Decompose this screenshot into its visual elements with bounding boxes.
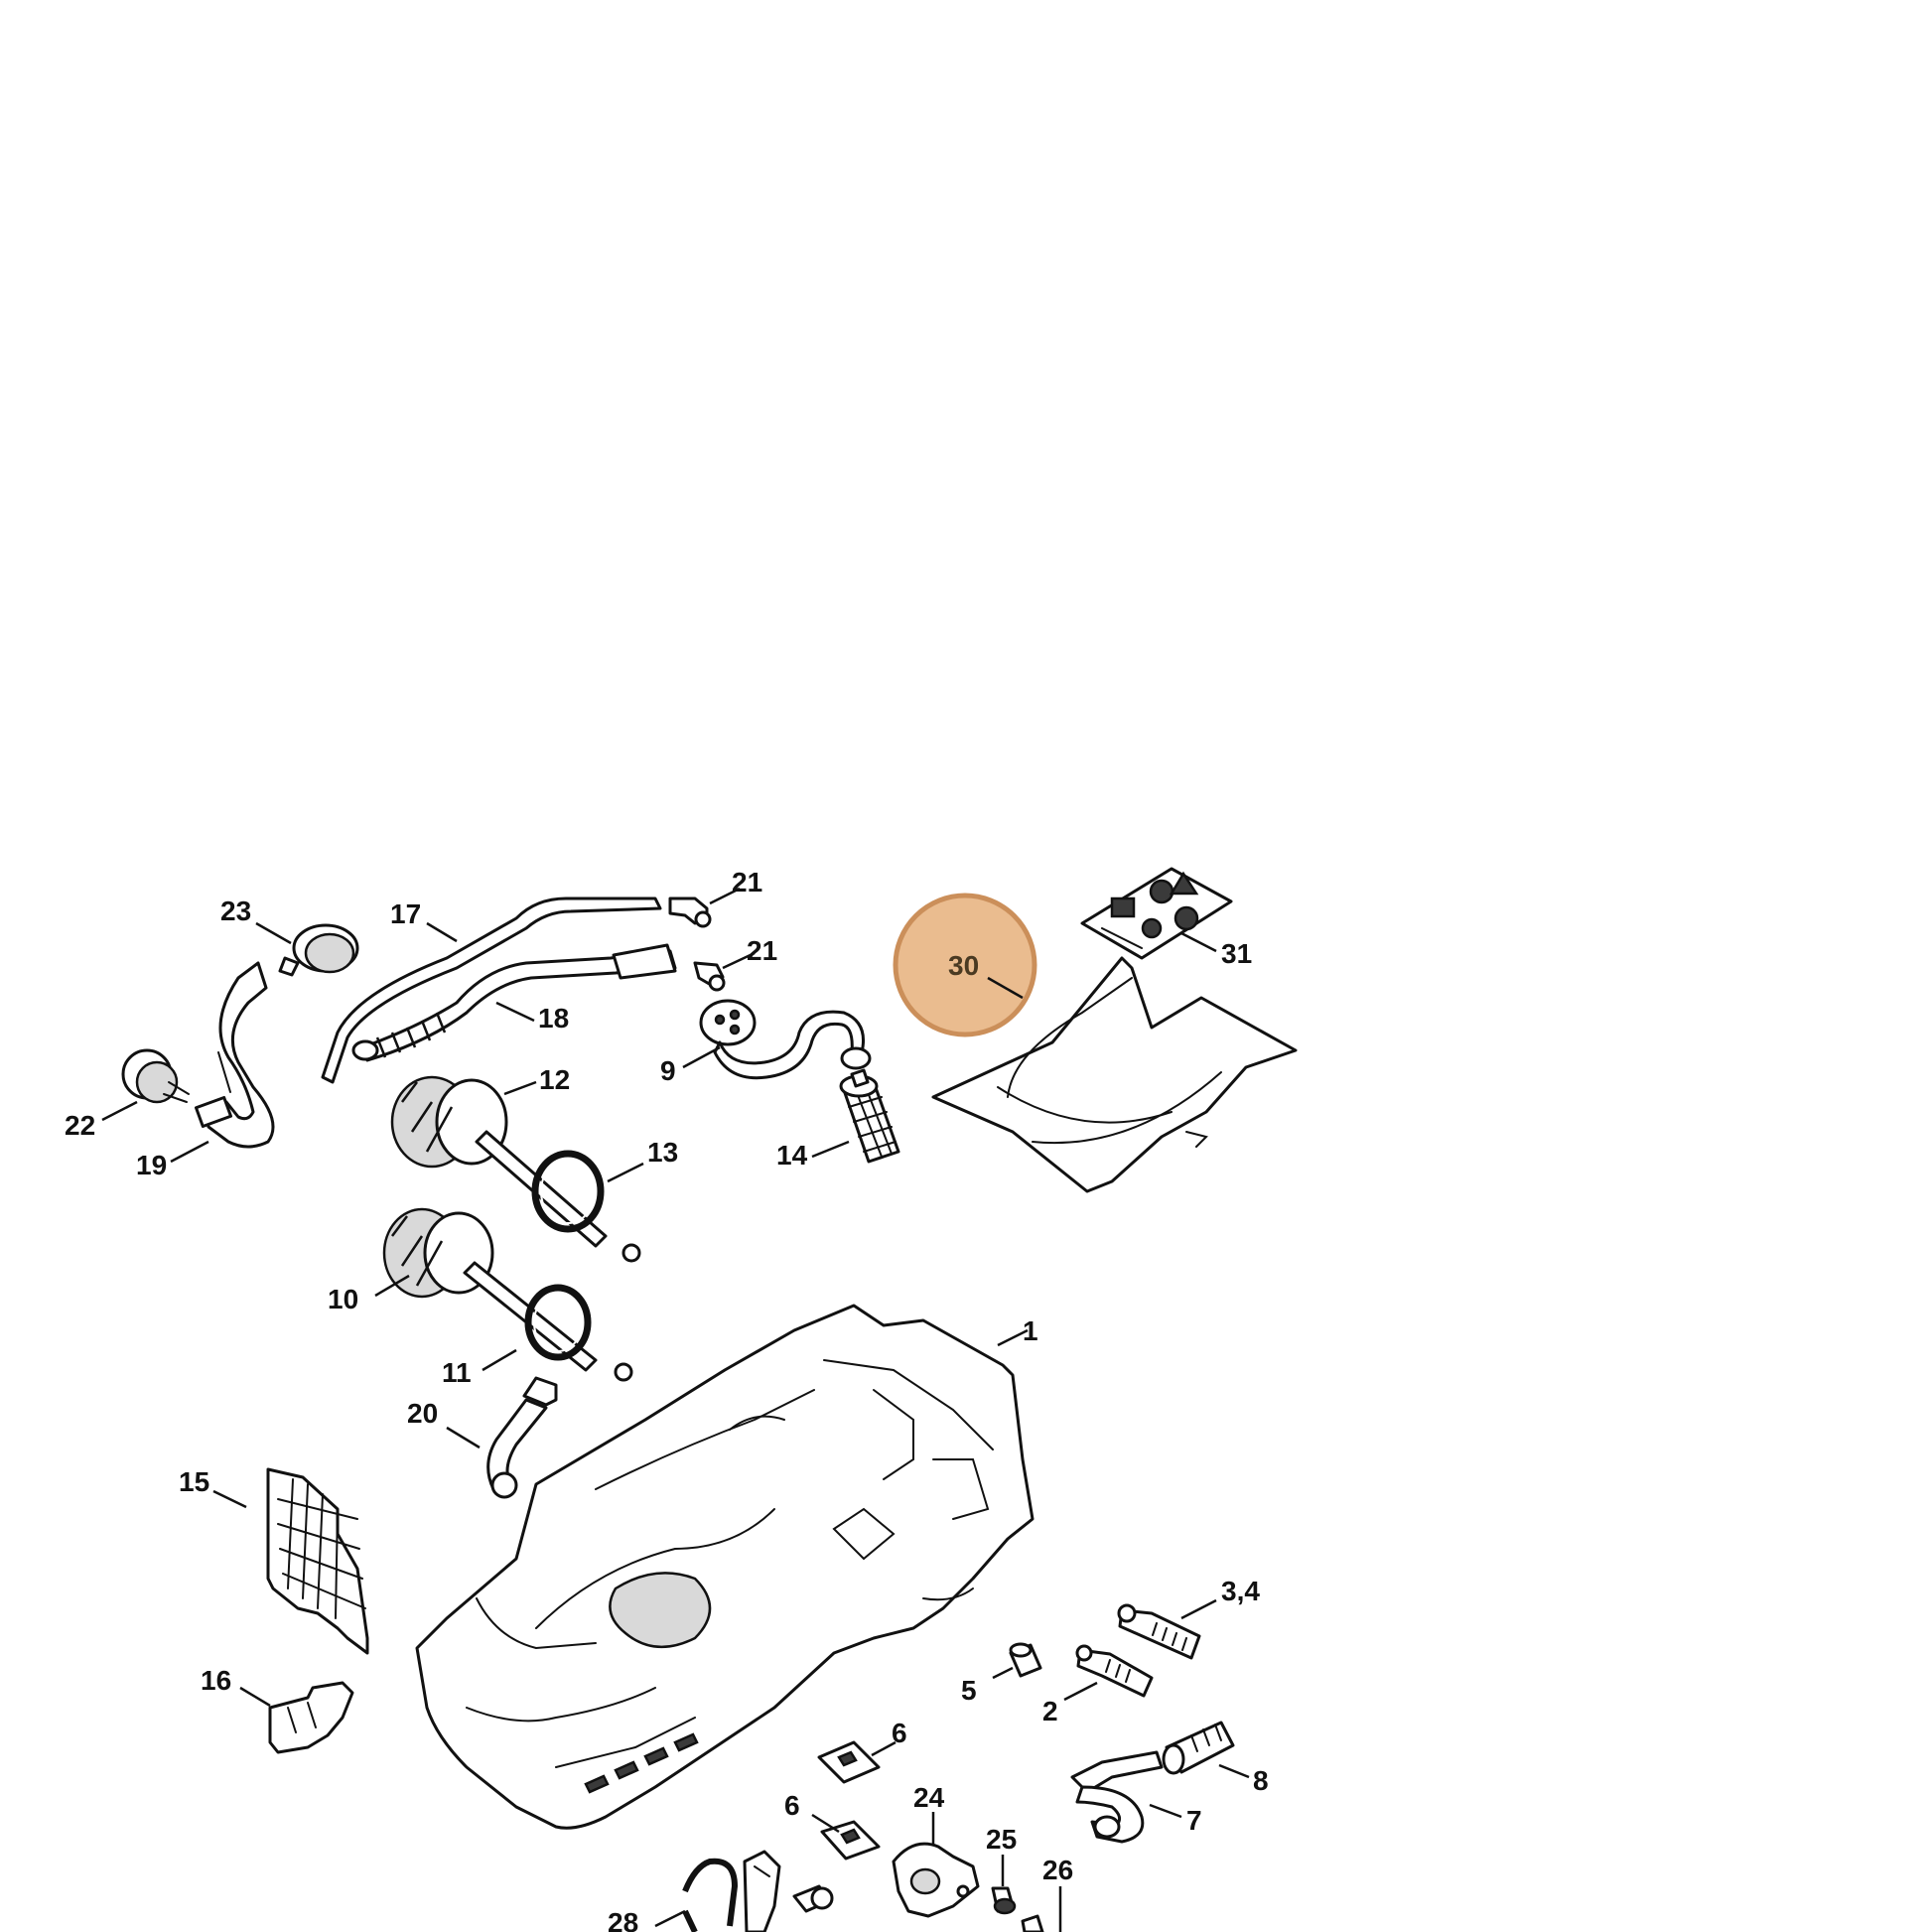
hose-part-18[interactable] — [351, 943, 677, 1062]
filter-part-14[interactable] — [839, 1068, 900, 1164]
label-part-21-upper: 21 — [732, 867, 762, 897]
part-labels: 1 2 3,4 5 6 6 7 8 9 10 11 12 13 14 15 16… — [65, 867, 1269, 1932]
label-part-8: 8 — [1253, 1765, 1269, 1796]
warning-label-part-31[interactable] — [1080, 867, 1233, 960]
primer-bulb-part-22[interactable] — [121, 1048, 190, 1104]
eye-protection-icon — [1149, 879, 1174, 904]
label-part-16: 16 — [201, 1665, 231, 1696]
stud-part-3-4[interactable] — [1117, 1603, 1201, 1660]
crankcase-housing-part-1[interactable] — [415, 1304, 1035, 1830]
gasket-part-28[interactable] — [682, 1858, 739, 1932]
label-part-26: 26 — [1042, 1855, 1073, 1885]
grille-part-15[interactable] — [266, 1467, 369, 1655]
label-part-1: 1 — [1023, 1315, 1038, 1346]
label-part-9: 9 — [660, 1055, 676, 1086]
label-part-7: 7 — [1186, 1805, 1202, 1836]
screw-part[interactable] — [792, 1884, 834, 1913]
label-part-2: 2 — [1042, 1696, 1058, 1726]
label-part-30: 30 — [948, 950, 979, 981]
label-part-17: 17 — [390, 898, 421, 929]
adjusting-screw-part-8[interactable] — [1162, 1721, 1235, 1775]
hose-part-17[interactable] — [321, 897, 662, 1084]
label-part-5: 5 — [961, 1675, 977, 1706]
label-part-13: 13 — [647, 1137, 678, 1168]
stud-part-2[interactable] — [1075, 1644, 1154, 1698]
label-part-3-4: 3,4 — [1221, 1576, 1260, 1606]
cap-nut-part-5[interactable] — [1009, 1642, 1042, 1678]
fitting-part-21-upper[interactable] — [668, 897, 712, 928]
label-part-25: 25 — [986, 1824, 1017, 1855]
label-part-15: 15 — [179, 1466, 209, 1497]
label-part-18: 18 — [538, 1003, 569, 1034]
hose-elbow-part-20[interactable] — [486, 1376, 558, 1499]
cover-part-24[interactable] — [892, 1842, 980, 1918]
buffer-part-6-upper[interactable] — [817, 1740, 881, 1784]
leader-lines — [101, 887, 1250, 1932]
highlight-marker-part-30[interactable] — [893, 893, 1037, 1037]
screw-part-26[interactable] — [1021, 1914, 1044, 1932]
bracket-part-16[interactable] — [268, 1681, 354, 1754]
label-part-28: 28 — [608, 1907, 638, 1932]
label-part-11: 11 — [442, 1357, 472, 1388]
warning-triangle-icon — [1169, 871, 1199, 896]
label-part-19: 19 — [136, 1150, 167, 1180]
label-part-6-upper: 6 — [892, 1718, 907, 1748]
label-part-22: 22 — [65, 1110, 95, 1141]
label-part-20: 20 — [407, 1398, 438, 1429]
label-part-10: 10 — [328, 1284, 358, 1314]
label-part-23: 23 — [220, 896, 251, 926]
handle-tube-part-19[interactable] — [194, 961, 275, 1149]
o-ring-part-11[interactable] — [524, 1284, 592, 1361]
cover-plate-part-30[interactable] — [931, 956, 1298, 1193]
label-part-31: 31 — [1221, 938, 1252, 969]
suction-hose-part-9[interactable] — [699, 999, 872, 1080]
label-part-14: 14 — [776, 1140, 808, 1171]
label-part-12: 12 — [539, 1064, 570, 1095]
label-part-21-lower: 21 — [747, 935, 777, 966]
oil-cap-part-23[interactable] — [278, 923, 359, 977]
clip-part[interactable] — [743, 1850, 781, 1932]
fitting-part-21-lower[interactable] — [693, 961, 726, 992]
tensioner-part-7[interactable] — [1070, 1750, 1164, 1844]
label-part-6-lower: 6 — [784, 1790, 800, 1821]
screw-part-25[interactable] — [991, 1886, 1017, 1915]
o-ring-part-13[interactable] — [531, 1150, 605, 1233]
read-manual-icon — [1110, 897, 1136, 918]
ear-protection-icon — [1173, 905, 1199, 931]
label-part-24: 24 — [913, 1782, 945, 1813]
